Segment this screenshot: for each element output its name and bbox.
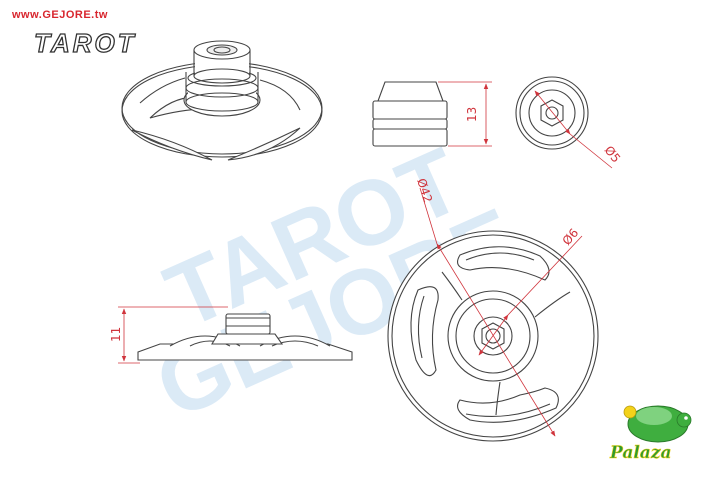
brand-logo: TAROT	[33, 27, 137, 58]
side-height-dimension	[118, 306, 228, 364]
palaza-logo: Palaza	[609, 405, 692, 463]
top-diameter-dimension	[534, 90, 613, 169]
isometric-view	[121, 40, 323, 161]
website-url: www.GEJORE.tw	[12, 9, 108, 21]
side-height-label: 11	[109, 327, 123, 342]
palaza-logo-text: Palaza	[609, 443, 671, 463]
side-view	[137, 313, 353, 361]
front-view	[372, 81, 448, 147]
main-diameter-dimensions	[419, 187, 583, 437]
front-height-dimension	[438, 81, 492, 147]
main-hub-diameter-label: Ø6	[560, 226, 582, 248]
top-view	[515, 76, 589, 150]
front-height-label: 13	[465, 107, 479, 122]
